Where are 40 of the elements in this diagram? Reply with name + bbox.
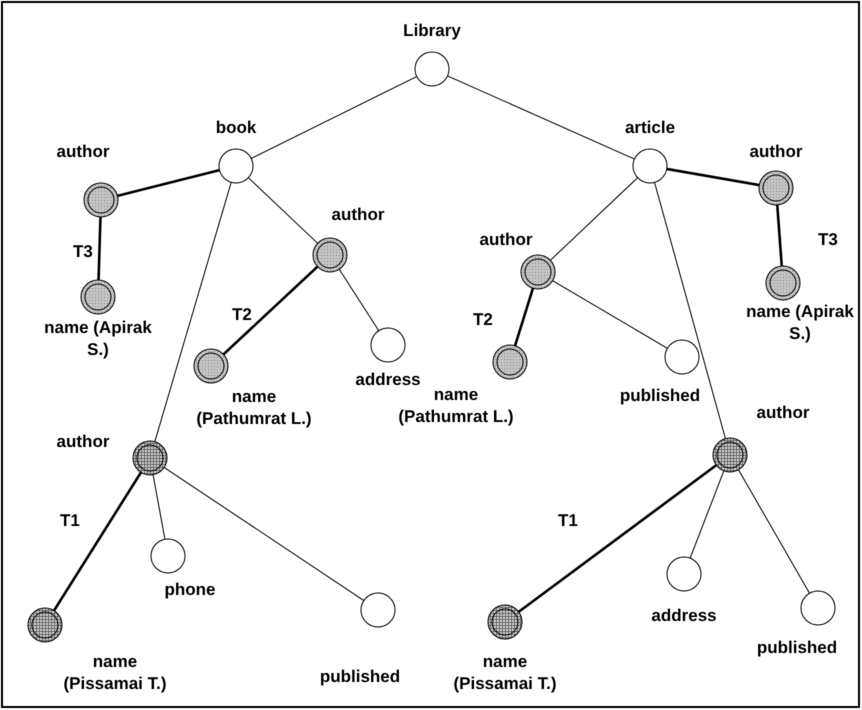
tree-edge bbox=[248, 177, 318, 244]
node-label: name (Apirak S.) bbox=[745, 301, 855, 345]
tree-edge bbox=[152, 474, 166, 540]
tree-edge bbox=[654, 182, 726, 440]
tree-edge bbox=[552, 280, 668, 349]
tree-edge bbox=[117, 168, 220, 198]
tree-edge bbox=[518, 464, 718, 613]
node-label: published bbox=[320, 666, 400, 688]
node-label: Library bbox=[403, 20, 461, 42]
node-label: address bbox=[651, 605, 717, 627]
tree-edge bbox=[690, 470, 724, 559]
node-label: author bbox=[56, 141, 110, 163]
tree-edge bbox=[514, 288, 534, 346]
node-label: article bbox=[624, 117, 676, 139]
node-label: name (Pathumrat L.) bbox=[195, 386, 313, 430]
tree-edge bbox=[447, 75, 635, 160]
node-label: author bbox=[480, 229, 532, 251]
tree-edge bbox=[550, 177, 638, 261]
node-label: published bbox=[756, 637, 838, 659]
node-label: author bbox=[56, 431, 110, 453]
node-label: name (Apirak S.) bbox=[43, 317, 153, 361]
tree-edge bbox=[250, 76, 418, 159]
tree-edge bbox=[222, 266, 318, 356]
node-label: author bbox=[750, 141, 802, 163]
tree-edge bbox=[776, 204, 784, 266]
node-label: phone bbox=[164, 579, 216, 601]
tree-edge bbox=[164, 466, 364, 602]
tree-edge bbox=[666, 168, 760, 186]
tree-edge bbox=[154, 182, 232, 442]
tree-edge bbox=[738, 469, 810, 594]
node-label: author bbox=[756, 402, 810, 424]
tree-edge bbox=[97, 216, 102, 280]
node-label: author bbox=[332, 204, 384, 226]
node-label: name (Pissamai T.) bbox=[452, 651, 558, 695]
tree-edge bbox=[338, 268, 380, 332]
node-label: published bbox=[620, 385, 700, 407]
node-label: book bbox=[216, 117, 256, 139]
edge-label: T2 bbox=[230, 305, 254, 325]
node-label: name (Pissamai T.) bbox=[62, 651, 168, 695]
tree-edge bbox=[52, 472, 142, 612]
